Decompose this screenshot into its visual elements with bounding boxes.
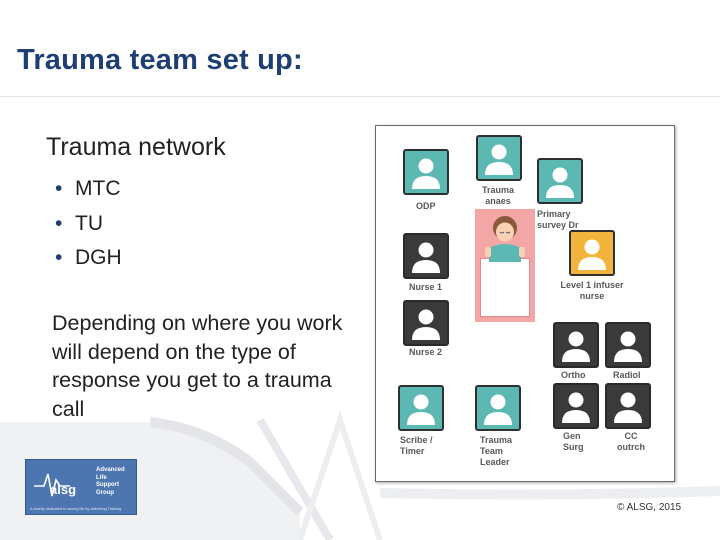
- bullet-text: MTC: [75, 177, 121, 200]
- role-label: Radiol: [613, 370, 641, 380]
- alsg-brand-text: Advanced Life Support Group: [96, 467, 125, 496]
- bullet-icon: •: [55, 211, 63, 235]
- person-icon: [403, 149, 449, 195]
- alsg-logo-mark: alsg: [34, 473, 76, 497]
- role-primary-survey-dr: Primary survey Dr: [537, 158, 583, 230]
- person-icon: [553, 322, 599, 368]
- copyright-text: © ALSG, 2015: [617, 502, 682, 513]
- bed-sheet: [480, 258, 530, 317]
- response-paragraph: Depending on where you work will depend …: [52, 311, 343, 421]
- bullet-text: DGH: [75, 246, 122, 269]
- person-icon: [398, 385, 444, 431]
- person-icon: [475, 385, 521, 431]
- network-bullet-list: • MTC • TU • DGH: [55, 172, 122, 276]
- person-icon: [403, 300, 449, 346]
- svg-text:alsg: alsg: [50, 482, 76, 497]
- person-icon: [553, 383, 599, 429]
- slide-title: Trauma team set up:: [17, 44, 303, 76]
- person-icon: [476, 135, 522, 181]
- bullet-item: • DGH: [55, 241, 122, 276]
- trauma-team-diagram: ODP Trauma anaes Primary survey Dr Nurse…: [375, 125, 675, 482]
- alsg-tagline: A charity dedicated to saving life by de…: [30, 507, 122, 511]
- role-cc-outrch: CC outrch: [605, 383, 651, 452]
- role-label: Gen Surg: [563, 431, 584, 452]
- role-radiol: Radiol: [605, 322, 651, 380]
- person-icon: [569, 230, 615, 276]
- bullet-icon: •: [55, 246, 63, 269]
- patient-icon: [485, 216, 525, 262]
- role-label: CC outrch: [617, 431, 645, 452]
- bullet-item: • TU: [55, 207, 122, 242]
- role-label: Scribe / Timer: [400, 435, 433, 456]
- role-label: Primary survey Dr: [537, 209, 579, 230]
- role-odp: ODP: [403, 149, 449, 211]
- bullet-item: • MTC: [55, 172, 122, 207]
- role-trauma-anaes: Trauma anaes: [476, 135, 522, 206]
- role-label: Trauma anaes: [481, 185, 514, 206]
- person-icon: [403, 233, 449, 279]
- bullet-icon: •: [55, 177, 63, 200]
- role-label: Trauma Team Leader: [480, 435, 513, 467]
- role-scribe-timer: Scribe / Timer: [398, 385, 444, 456]
- role-label: Ortho: [561, 370, 586, 380]
- person-icon: [605, 383, 651, 429]
- person-icon: [537, 158, 583, 204]
- role-ortho: Ortho: [553, 322, 599, 380]
- trauma-network-heading: Trauma network: [46, 133, 226, 161]
- bullet-text: TU: [75, 211, 103, 235]
- role-label: Level 1 infuser nurse: [560, 280, 624, 301]
- role-label: Nurse 1: [409, 282, 443, 292]
- role-label: ODP: [416, 201, 436, 211]
- role-nurse-1: Nurse 1: [403, 233, 449, 292]
- title-divider: [0, 96, 720, 97]
- role-gen-surg: Gen Surg: [553, 383, 599, 452]
- person-icon: [605, 322, 651, 368]
- role-level-1-infuser-nurse: Level 1 infuser nurse: [560, 230, 624, 301]
- role-trauma-team-leader: Trauma Team Leader: [475, 385, 521, 467]
- alsg-logo: alsg Advanced Life Support Group A chari…: [25, 459, 137, 515]
- role-nurse-2: Nurse 2: [403, 300, 449, 357]
- role-label: Nurse 2: [409, 347, 443, 357]
